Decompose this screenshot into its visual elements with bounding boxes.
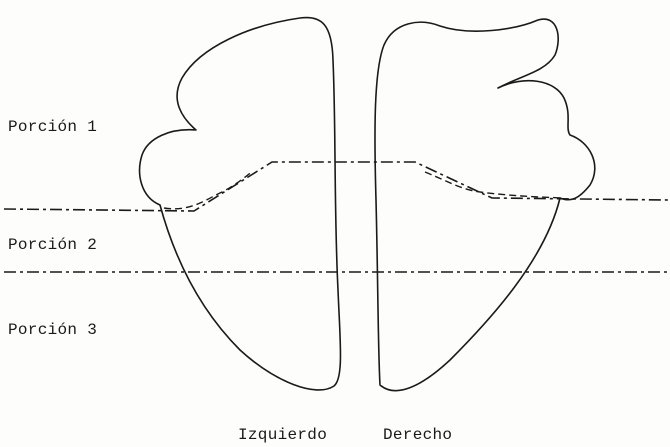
portion-1-label: Porción 1 [8,118,97,136]
portion-3-label: Porción 3 [8,321,97,339]
right-lobe-dashed-cut [425,172,562,198]
portion-2-label: Porción 2 [8,236,97,254]
left-lobe-outline [140,17,341,389]
left-side-label: Izquierdo [238,426,327,444]
right-lobe-outline [375,19,595,391]
right-side-label: Derecho [383,426,452,444]
left-lobe-dashed-cut [164,172,252,209]
